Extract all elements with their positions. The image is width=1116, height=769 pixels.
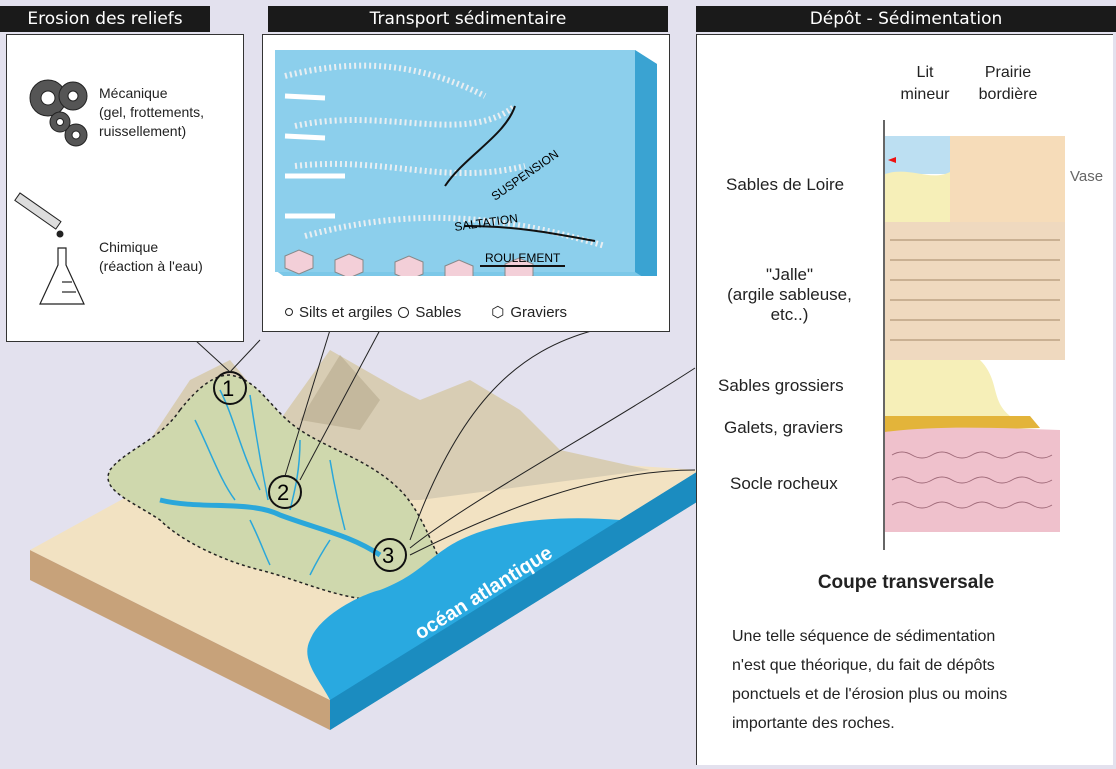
coarse-sand-layer bbox=[885, 360, 1010, 416]
dropper-icon bbox=[14, 192, 64, 238]
sand-icon bbox=[398, 306, 410, 318]
marker-2-label: 2 bbox=[277, 480, 289, 505]
vase-label: Vase bbox=[1070, 168, 1104, 185]
transport-diagram: SUSPENSION SALTATION ROULEMENT bbox=[275, 50, 657, 276]
layer-bedrock: Socle rocheux bbox=[730, 474, 838, 493]
stratigraphic-column bbox=[883, 120, 1065, 550]
block-side-left bbox=[30, 550, 330, 730]
gears-icon bbox=[29, 79, 88, 147]
roulement-label: ROULEMENT bbox=[485, 251, 561, 265]
fish-icon bbox=[888, 157, 896, 163]
marker-3 bbox=[373, 538, 407, 572]
flask-icon bbox=[39, 247, 85, 305]
gravel-icon: ⬡ bbox=[491, 304, 505, 321]
caption-title: Coupe transversale bbox=[817, 572, 995, 593]
transport-title: Transport sédimentaire bbox=[268, 6, 668, 32]
gravels bbox=[284, 249, 534, 276]
flow-arrows bbox=[284, 93, 345, 219]
erosion-icons bbox=[14, 79, 88, 305]
caption-text: Une telle séquence de sédimentation n'es… bbox=[732, 628, 1008, 732]
layer-jalle: "Jalle" (argile sableuse, etc..) bbox=[727, 265, 852, 324]
column-minor: Lit mineur bbox=[900, 64, 950, 103]
marker-1-label: 1 bbox=[222, 376, 234, 401]
callout-lines bbox=[194, 329, 696, 556]
transport-legend: Silts et argiles Sables ⬡ Graviers bbox=[285, 303, 567, 321]
marker-3-label: 3 bbox=[382, 543, 394, 568]
layer-coarse-sands: Sables grossiers bbox=[718, 376, 844, 395]
layer-loire-sands: Sables de Loire bbox=[726, 175, 845, 194]
loire-sand-layer bbox=[885, 171, 950, 222]
column-meadow: Prairie bordière bbox=[978, 64, 1038, 103]
vase-layer bbox=[950, 136, 1065, 222]
deposit-title: Dépôt - Sédimentation bbox=[696, 6, 1116, 32]
silt-icon bbox=[285, 308, 293, 316]
mechanical-label: Mécanique (gel, frottements, ruisselleme… bbox=[99, 85, 205, 139]
chemical-label: Chimique (réaction à l'eau) bbox=[99, 239, 203, 274]
gravel-layer bbox=[885, 416, 1040, 432]
layer-gravels: Galets, graviers bbox=[724, 418, 844, 437]
river-network bbox=[159, 389, 382, 576]
mountain-shadow bbox=[300, 355, 380, 430]
erosion-title: Erosion des reliefs bbox=[0, 6, 210, 32]
jalle-layer bbox=[885, 222, 1065, 360]
water-layer bbox=[885, 136, 950, 174]
